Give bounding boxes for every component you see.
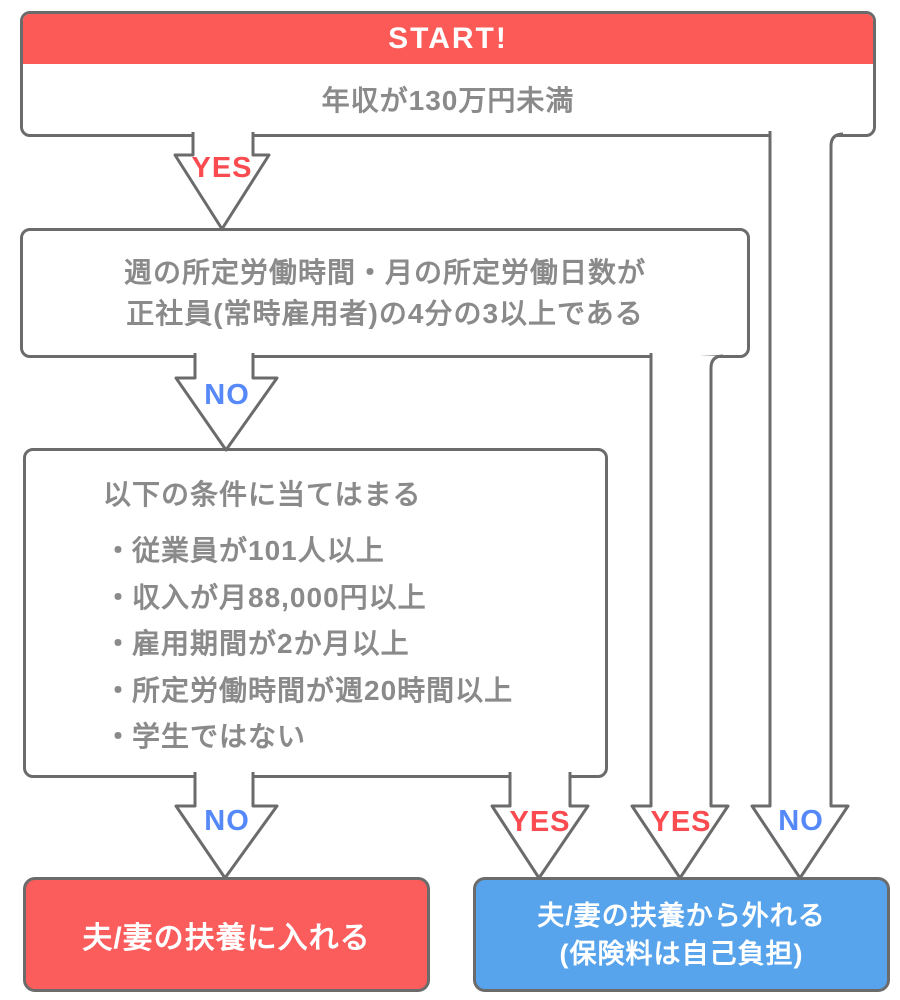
result-in-text: 夫/妻の扶養に入れる	[82, 921, 371, 955]
hours-line-2: 正社員(常時雇用者)の4分の3以上である	[126, 298, 644, 329]
result-dependent-in-box: 夫/妻の扶養に入れる	[23, 877, 430, 992]
bullet-dot: ・	[104, 535, 134, 567]
arrow-yes-3	[630, 353, 730, 880]
result-dependent-out-box: 夫/妻の扶養から外れる (保険料は自己負担)	[473, 877, 890, 992]
condition-text: 所定労働時間が週20時間以上	[132, 674, 514, 706]
bullet-dot: ・	[104, 581, 134, 613]
result-out-line-1: 夫/妻の扶養から外れる	[537, 900, 826, 931]
label-no-3: NO	[778, 805, 824, 837]
condition-item: ・ 収入が月88,000円以上	[104, 573, 513, 620]
label-yes-3: YES	[650, 806, 712, 838]
condition-item: ・ 雇用期間が2か月以上	[104, 619, 513, 666]
condition-text: 従業員が101人以上	[132, 535, 385, 567]
condition-text: 収入が月88,000円以上	[132, 581, 427, 613]
label-no-2: NO	[204, 805, 250, 837]
condition-item: ・ 所定労働時間が週20時間以上	[104, 666, 513, 713]
bullet-dot: ・	[104, 721, 134, 753]
label-yes-1: YES	[191, 152, 253, 184]
condition-item: ・ 従業員が101人以上	[104, 526, 513, 573]
label-no-1: NO	[204, 379, 250, 411]
hours-box: 週の所定労働時間・月の所定労働日数が 正社員(常時雇用者)の4分の3以上である	[20, 228, 750, 358]
arrow-no-3	[750, 131, 850, 880]
bullet-dot: ・	[104, 674, 134, 706]
result-out-line-2: (保険料は自己負担)	[559, 938, 804, 969]
conditions-box: 以下の条件に当てはまる ・ 従業員が101人以上 ・ 収入が月88,000円以上…	[23, 448, 608, 778]
start-box: START! 年収が130万円未満	[20, 11, 876, 137]
start-header: START!	[23, 14, 873, 64]
label-yes-2: YES	[509, 806, 571, 838]
start-title: START!	[388, 22, 508, 55]
start-question: 年収が130万円未満	[321, 85, 575, 116]
condition-text: 雇用期間が2か月以上	[132, 628, 410, 660]
bullet-dot: ・	[104, 628, 134, 660]
conditions-heading: 以下の条件に当てはまる	[103, 479, 422, 510]
conditions-list: ・ 従業員が101人以上 ・ 収入が月88,000円以上 ・ 雇用期間が2か月以…	[104, 526, 513, 759]
condition-item: ・ 学生ではない	[104, 712, 513, 759]
hours-line-1: 週の所定労働時間・月の所定労働日数が	[123, 257, 646, 288]
condition-text: 学生ではない	[132, 721, 307, 753]
